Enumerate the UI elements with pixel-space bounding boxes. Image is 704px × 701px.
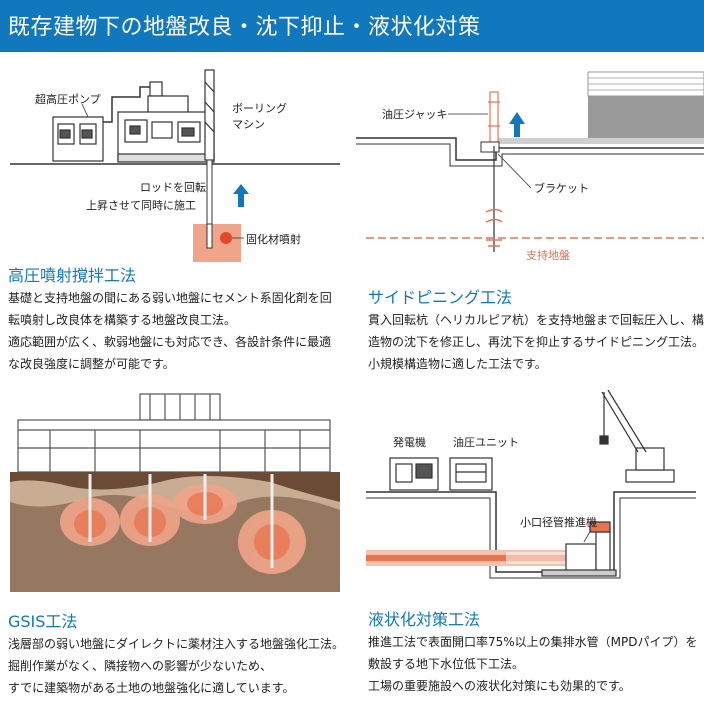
header-banner: 既存建物下の地盤改良・沈下抑止・液状化対策 [0,0,704,52]
page-title: 既存建物下の地盤改良・沈下抑止・液状化対策 [8,15,481,40]
gsis-title: GSIS工法 [8,612,78,631]
bearing-stratum-label: 支持地盤 [526,248,570,262]
jet-grouting-illustration: 超高圧ポンプ ボーリング マシン ロッドを回転 上昇させて同時に施工 固化材噴射 [10,69,340,262]
jet-grouting-title: 高圧噴射撹拌工法 [8,266,137,285]
side-pinning-title: サイドピニング工法 [368,288,513,307]
crane-icon [599,389,675,483]
injection-label: 固化材噴射 [246,232,301,246]
side-pinning-illustration: 油圧ジャッキ ブラケット 支持地盤 [356,71,704,262]
body-line: 貫入回転杭（ヘリカルピア杭）を支持地盤まで回転圧入し、構 [368,313,704,327]
liquefaction-description: 推進工法で表面開口率75%以上の集排水管（MPDパイプ）を 敷設する地下水位低下… [368,631,698,697]
boring-machine-label-2: マシン [232,118,265,131]
up-arrow-icon [509,112,525,137]
body-line: 工場の重要施設への液状化対策にも効果的です。 [368,679,631,693]
liquefaction-title: 液状化対策工法 [368,610,481,629]
gsis-illustration [10,393,340,592]
body-line: 転噴射し改良体を構築する地盤改良工法。 [8,313,237,327]
up-arrow-icon [233,184,249,207]
body-line: 掘削作業がなく、隣接物への影響が少ないため、 [8,659,273,673]
side-pinning-description: 貫入回転杭（ヘリカルピア杭）を支持地盤まで回転圧入し、構 造物の沈下を修正し、再… [368,309,704,375]
body-line: 適応範囲が広く、軟弱地盤にも対応でき、各設計条件に最適 [8,335,332,349]
body-line: な改良強度に調整が可能です。 [8,357,175,371]
liquefaction-illustration: 発電機 油圧ユニット 小口径管推進機 [366,389,696,579]
hydraulic-jack-label: 油圧ジャッキ [382,107,447,121]
pump-machine-icon [52,116,104,162]
hydraulic-unit-label: 油圧ユニット [453,435,519,449]
building-icon [496,71,704,144]
hydraulic-unit-icon [449,457,493,491]
building-icon [17,393,331,473]
pipe-pusher-label: 小口径管推進機 [520,515,597,529]
body-line: 推進工法で表面開口率75%以上の集排水管（MPDパイプ）を [368,635,698,649]
generator-label: 発電機 [393,435,426,449]
bracket-label: ブラケット [534,181,589,195]
generator-icon [389,457,439,491]
body-line: 小規模構造物に適した工法です。 [368,357,547,371]
body-line: 浅層部の弱い地盤にダイレクトに薬材注入する地盤強化工法。 [8,637,345,651]
boring-machine-label-1: ボーリング [232,101,287,115]
pipe-pusher-icon [541,521,617,577]
body-line: 基礎と支持地盤の間にある弱い地盤にセメント系固化剤を回 [8,291,332,305]
gsis-description: 浅層部の弱い地盤にダイレクトに薬材注入する地盤強化工法。 掘削作業がなく、隣接物… [8,633,344,699]
body-line: すでに建築物がある土地の地盤強化に適しています。 [8,681,295,695]
boring-machine-icon [117,69,215,163]
body-line: 敷設する地下水位低下工法。 [368,657,525,671]
jet-grouting-description: 基礎と支持地盤の間にある弱い地盤にセメント系固化剤を回 転噴射し改良体を構築する… [8,287,332,375]
body-line: 造物の沈下を修正し、再沈下を抑止するサイドピニング工法。 [368,335,704,349]
pump-label: 超高圧ポンプ [35,92,101,106]
rod-label-2: 上昇させて同時に施工 [86,199,196,212]
rod-label-1: ロッドを回転 [140,181,206,194]
